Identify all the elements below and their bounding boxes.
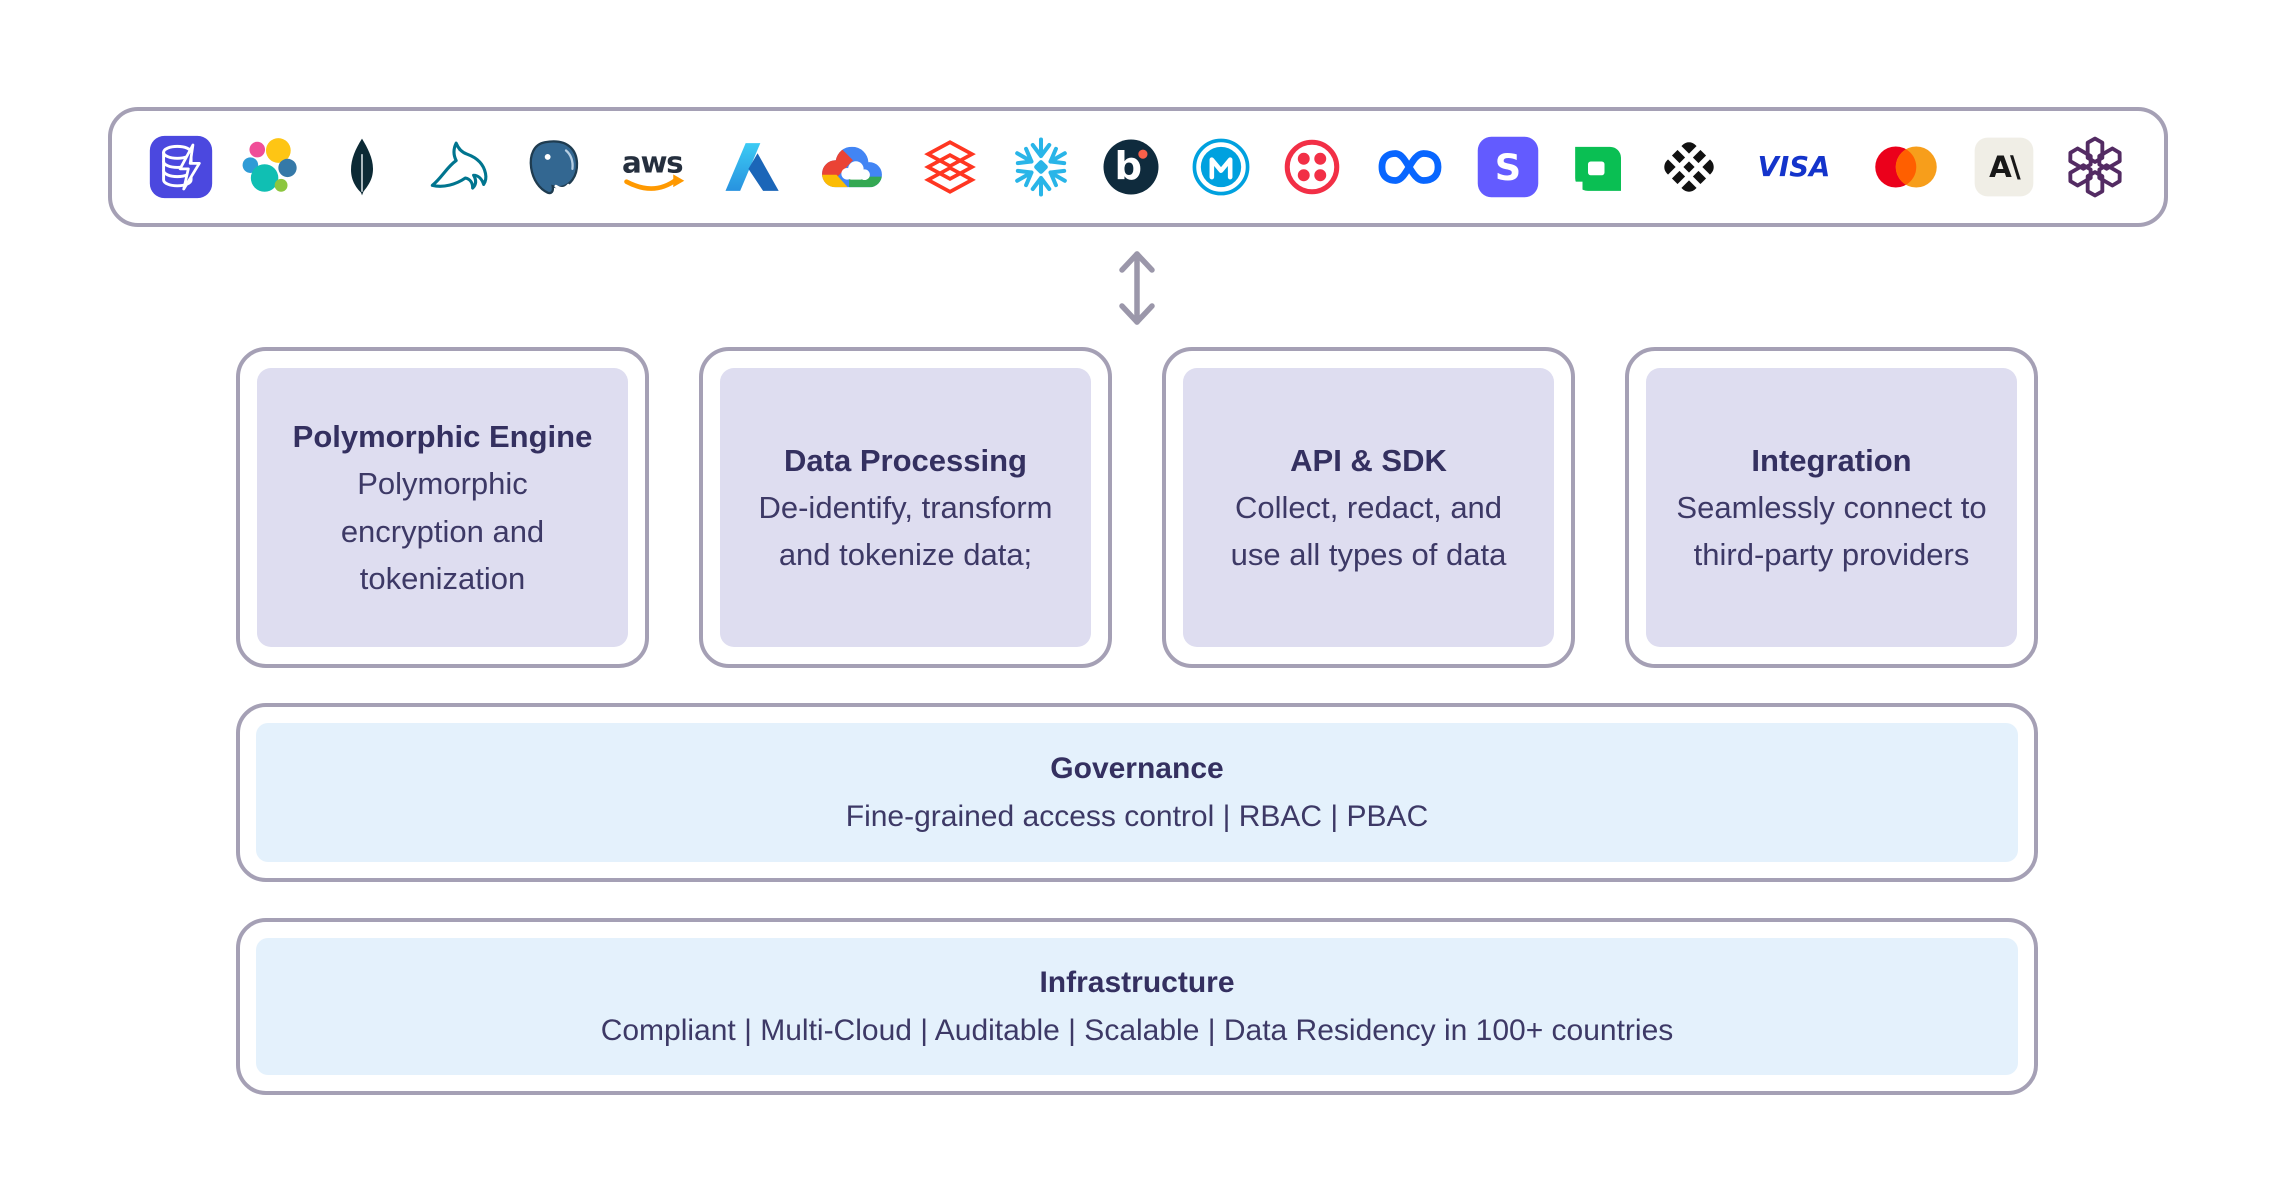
card-body: De-identify, transform and tokenize data… bbox=[758, 489, 1053, 573]
card-data-processing: Data Processing De-identify, transform a… bbox=[699, 347, 1112, 668]
meta-logo bbox=[1369, 132, 1451, 202]
visa-logo bbox=[1747, 132, 1841, 202]
card-body: Polymorphic encryption and tokenization bbox=[340, 466, 545, 596]
card-title: Integration bbox=[1751, 442, 1912, 478]
mulesoft-logo bbox=[1188, 132, 1254, 202]
adyen-logo bbox=[1566, 132, 1632, 202]
azure-logo bbox=[720, 132, 786, 202]
card-polymorphic-engine: Polymorphic Engine Polymorphic encryptio… bbox=[236, 347, 649, 668]
twilio-logo bbox=[1279, 132, 1345, 202]
governance-band: Governance Fine-grained access control |… bbox=[236, 703, 2038, 882]
databricks-logo bbox=[917, 132, 983, 202]
band-body: Fine-grained access control | RBAC | PBA… bbox=[845, 799, 1429, 833]
anthropic-logo bbox=[1971, 132, 2037, 202]
band-body: Compliant | Multi-Cloud | Auditable | Sc… bbox=[600, 1013, 1674, 1047]
card-inner: API & SDK Collect, redact, and use all t… bbox=[1183, 368, 1554, 647]
band-title: Governance bbox=[1050, 751, 1224, 785]
google-cloud-logo bbox=[811, 132, 893, 202]
infrastructure-band: Infrastructure Compliant | Multi-Cloud |… bbox=[236, 918, 2038, 1095]
braze-logo bbox=[1098, 132, 1164, 202]
band-title: Infrastructure bbox=[1039, 965, 1235, 999]
card-inner: Data Processing De-identify, transform a… bbox=[720, 368, 1091, 647]
bidirectional-arrow-icon bbox=[1109, 245, 1165, 331]
feature-cards-row: Polymorphic Engine Polymorphic encryptio… bbox=[236, 347, 2038, 668]
database-logo bbox=[148, 132, 214, 202]
card-body: Seamlessly connect to third-party provid… bbox=[1676, 489, 1987, 573]
card-inner: Polymorphic Engine Polymorphic encryptio… bbox=[257, 368, 628, 647]
mastercard-logo bbox=[1865, 132, 1947, 202]
mysql-logo bbox=[419, 132, 497, 202]
card-api-sdk: API & SDK Collect, redact, and use all t… bbox=[1162, 347, 1575, 668]
snowflake-logo bbox=[1008, 132, 1074, 202]
band-inner: Governance Fine-grained access control |… bbox=[256, 723, 2018, 862]
plaid-logo bbox=[1656, 132, 1722, 202]
stripe-logo bbox=[1475, 132, 1541, 202]
band-inner: Infrastructure Compliant | Multi-Cloud |… bbox=[256, 938, 2018, 1075]
card-title: Polymorphic Engine bbox=[292, 419, 593, 455]
postgresql-logo bbox=[522, 132, 588, 202]
elastic-logo bbox=[238, 132, 304, 202]
card-title: Data Processing bbox=[784, 442, 1027, 478]
integrations-bar bbox=[108, 107, 2168, 227]
mongodb-logo bbox=[329, 132, 395, 202]
card-title: API & SDK bbox=[1290, 442, 1447, 478]
card-inner: Integration Seamlessly connect to third-… bbox=[1646, 368, 2017, 647]
aws-logo bbox=[612, 132, 696, 202]
card-integration: Integration Seamlessly connect to third-… bbox=[1625, 347, 2038, 668]
card-body: Collect, redact, and use all types of da… bbox=[1230, 489, 1507, 573]
openai-logo bbox=[2062, 132, 2128, 202]
